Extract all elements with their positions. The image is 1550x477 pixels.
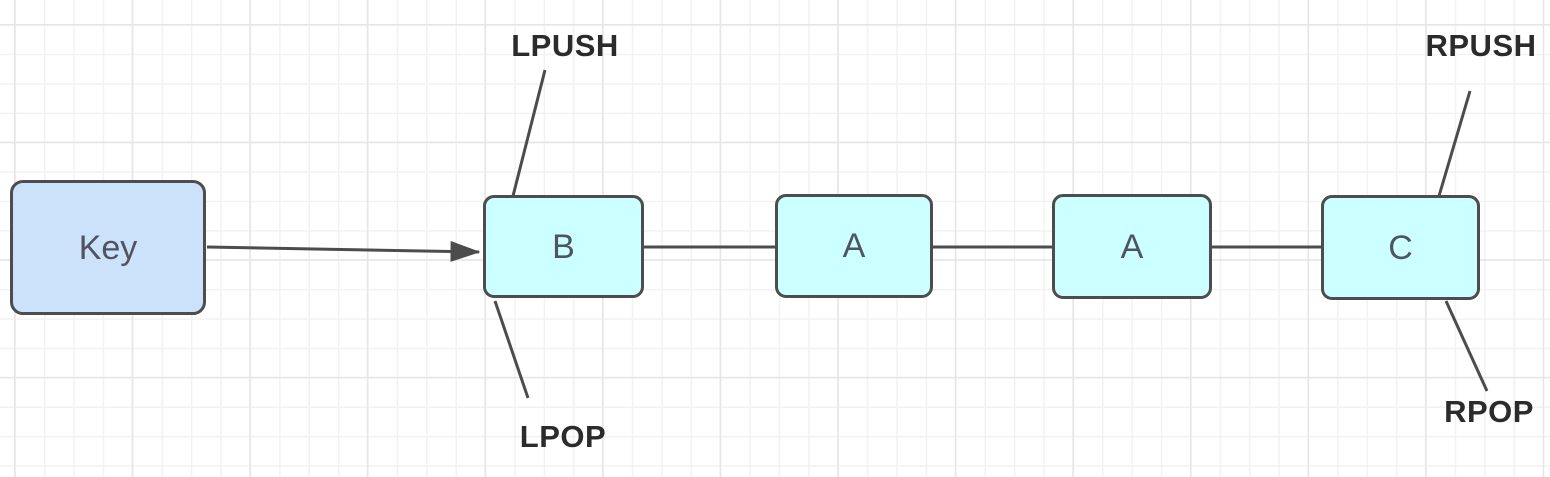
- rpop-label: RPOP: [1444, 394, 1534, 429]
- lpop-leader-line: [493, 300, 530, 399]
- list-node-head: B: [483, 195, 644, 298]
- list-node-label: A: [842, 227, 866, 265]
- key-node: Key: [10, 180, 206, 315]
- list-node-label: A: [1120, 227, 1144, 266]
- rpush-leader-line: [1437, 90, 1472, 197]
- list-node-label: C: [1388, 228, 1413, 267]
- list-node-2: A: [775, 194, 933, 298]
- lpop-label: LPOP: [519, 419, 607, 454]
- lpush-leader-line: [511, 69, 547, 197]
- rpush-label: RPUSH: [1425, 28, 1537, 63]
- key-node-label: Key: [78, 228, 138, 267]
- list-node-tail: C: [1321, 195, 1480, 300]
- rpop-leader-line: [1444, 300, 1489, 392]
- list-node-3: A: [1052, 194, 1212, 299]
- list-node-label: B: [552, 227, 575, 266]
- key-to-list-arrow: [206, 240, 481, 262]
- lpush-label: LPUSH: [511, 28, 619, 63]
